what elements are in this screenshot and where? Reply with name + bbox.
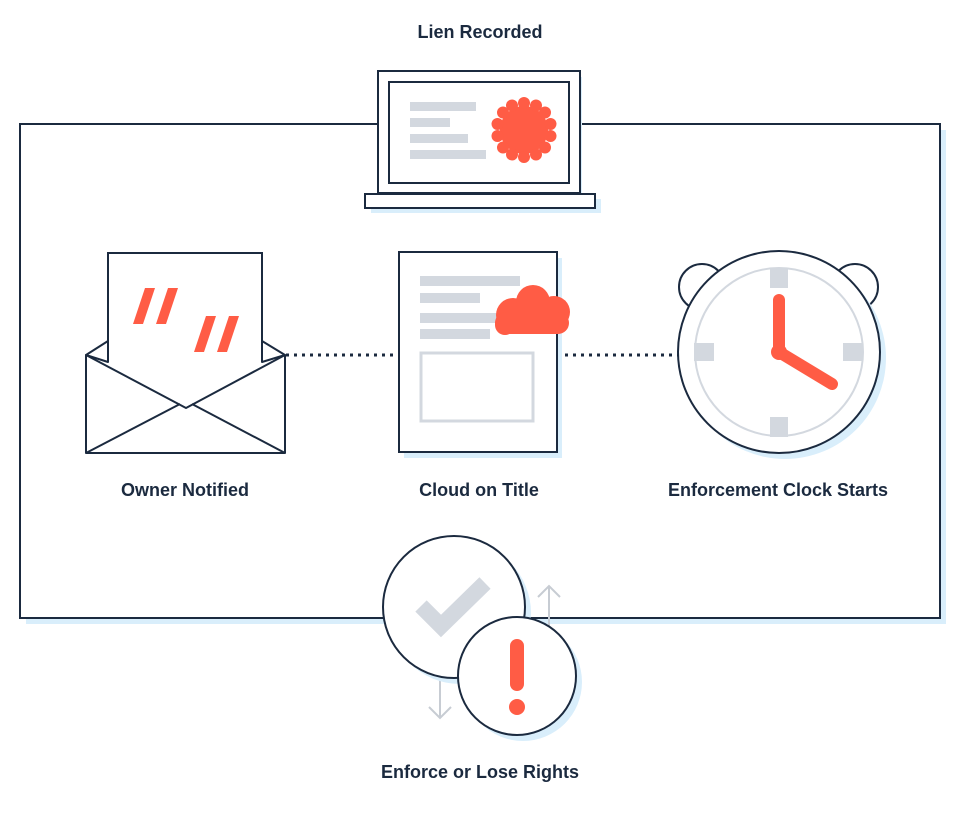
label-lien-recorded: Lien Recorded [417,22,543,42]
document-icon [398,251,570,458]
laptop-icon [364,70,601,213]
seal-icon [491,97,557,163]
checkmark-icon [415,577,491,638]
quote-icon [133,288,239,352]
envelope-icon [85,252,286,454]
alarm-clock-icon [677,250,886,459]
cloud-icon [495,285,570,335]
exclamation-icon [509,639,525,715]
label-cloud-on-title: Cloud on Title [419,480,539,500]
label-owner-notified: Owner Notified [120,480,250,500]
label-enforce-or-lose: Enforce or Lose Rights [380,762,580,782]
decision-icons [382,535,582,741]
label-enforcement-clock: Enforcement Clock Starts [667,480,889,500]
